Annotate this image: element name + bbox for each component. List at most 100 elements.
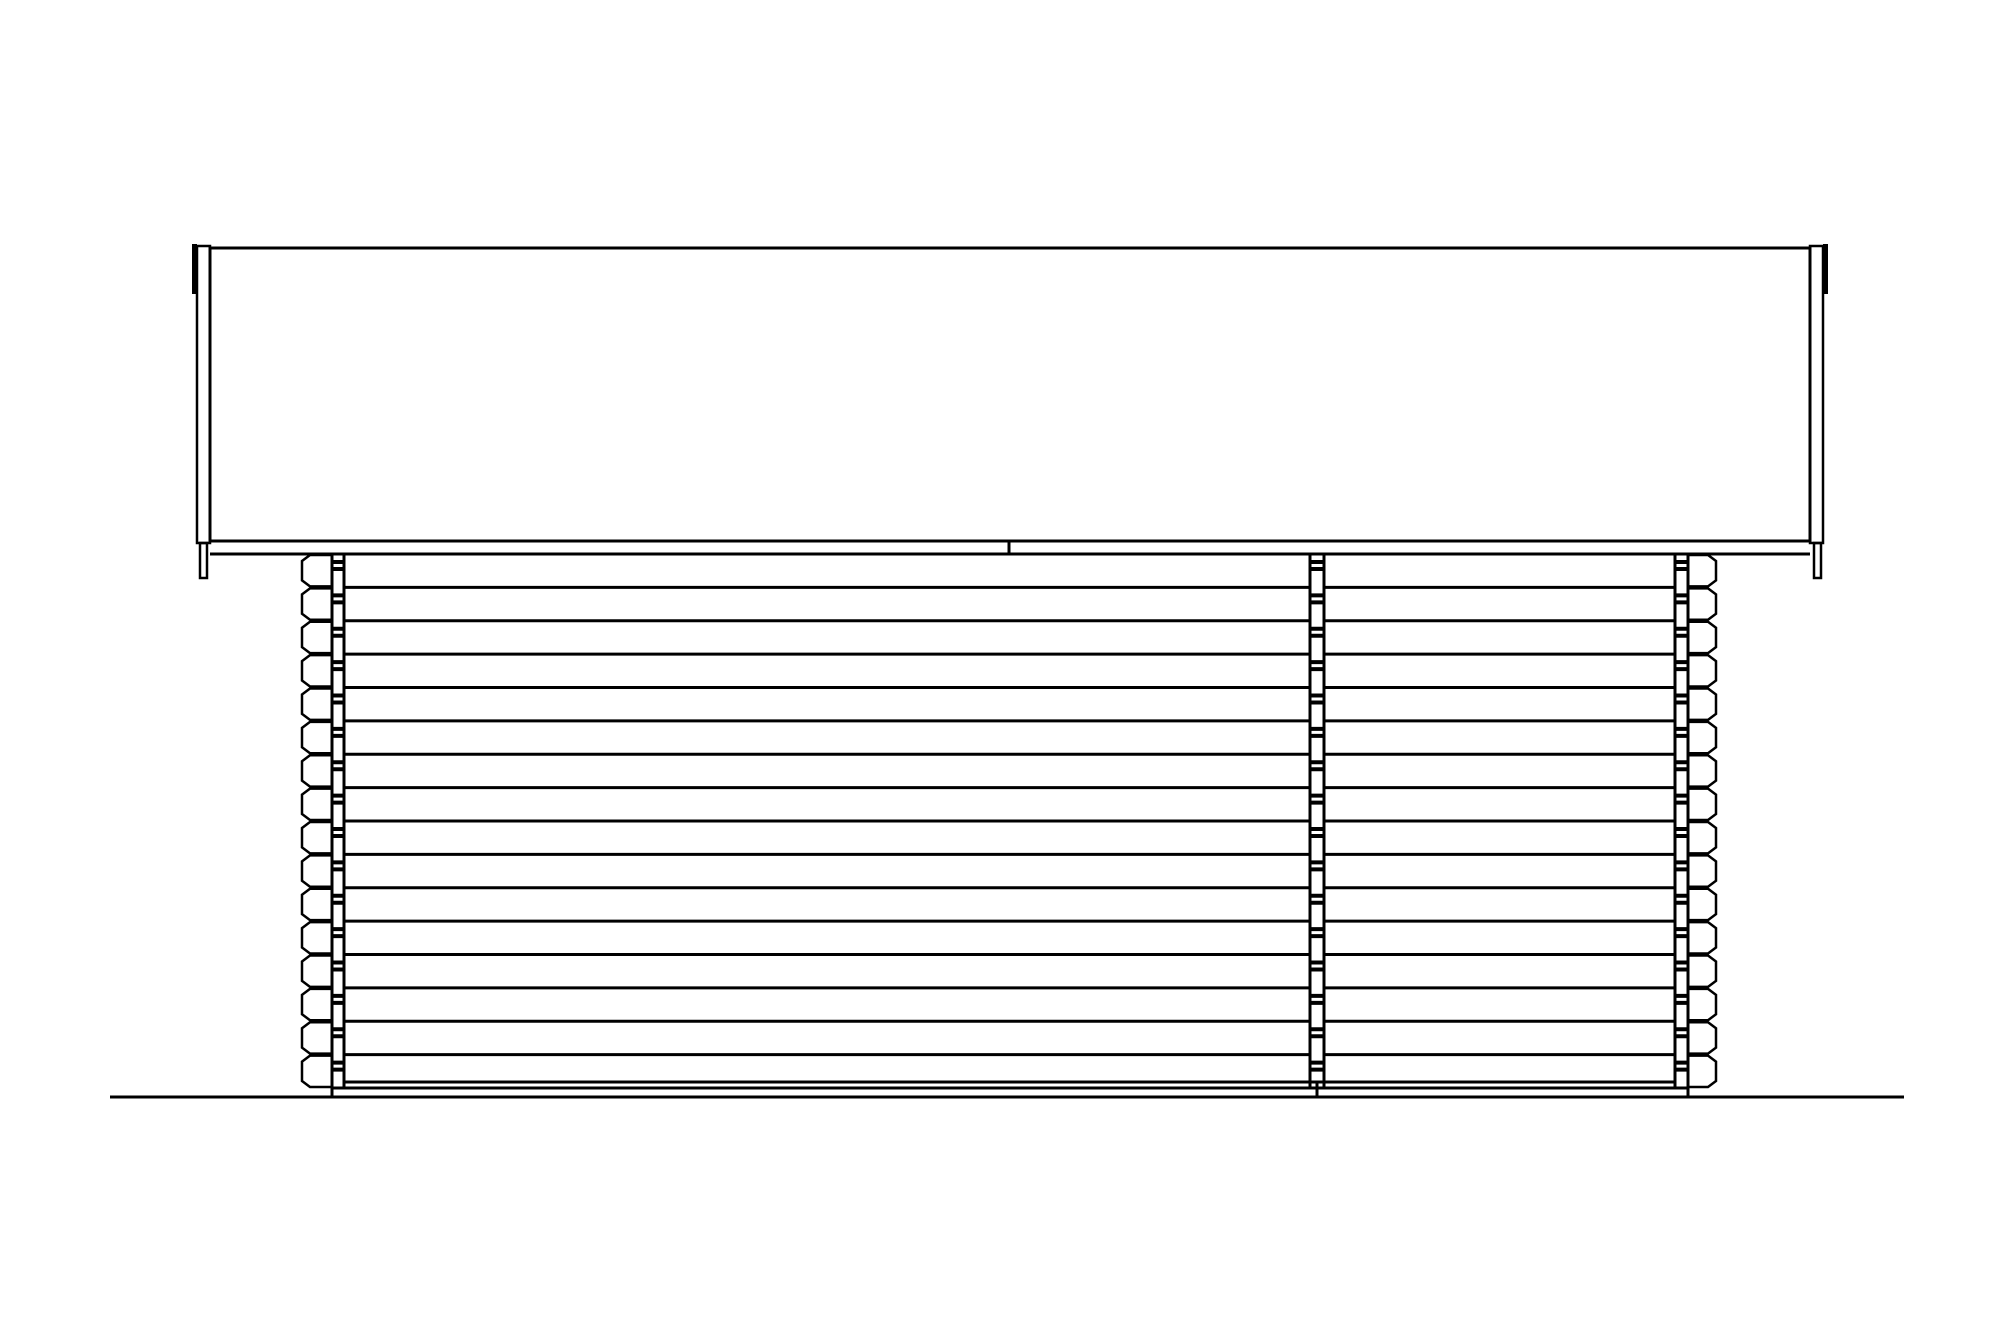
post-notch: [1310, 760, 1324, 765]
post-notch: [1310, 633, 1324, 638]
post-notch: [1675, 567, 1688, 571]
post-notch: [1310, 900, 1324, 905]
post-notch: [1310, 726, 1324, 731]
post-notch: [1675, 800, 1688, 805]
post-notch: [1310, 893, 1324, 898]
log-end-left: [300, 987, 332, 1022]
post-notch: [332, 1067, 344, 1072]
post-notch: [1675, 560, 1688, 564]
post-notch: [1675, 1027, 1688, 1032]
post-notch: [1675, 733, 1688, 738]
wall-post: [1673, 552, 1690, 1090]
post-notch: [332, 1034, 344, 1039]
post-notch: [332, 800, 344, 805]
post-notch: [1675, 1060, 1688, 1065]
post-notch: [1675, 693, 1688, 698]
post-notch: [1675, 927, 1688, 932]
post-notch: [332, 626, 344, 631]
post-notch: [1675, 726, 1688, 731]
post-notch: [1675, 1034, 1688, 1039]
post-notch: [1310, 700, 1324, 705]
post-notch: [1310, 927, 1324, 932]
post-notch: [332, 767, 344, 772]
post-notch: [332, 726, 344, 731]
fascia-post: [1812, 541, 1823, 580]
post-notch: [1310, 1000, 1324, 1005]
post-notch: [1675, 1000, 1688, 1005]
log-end-right: [1688, 653, 1718, 688]
log-end-right: [1688, 854, 1718, 888]
post-notch: [332, 660, 344, 665]
post-notch: [1675, 867, 1688, 872]
post-notch: [332, 593, 344, 598]
post-notch: [332, 893, 344, 898]
post-notch: [1310, 834, 1324, 838]
log-wall: [300, 552, 1718, 1097]
log-end-right: [1688, 887, 1718, 922]
fascia-tab: [192, 244, 197, 294]
post-notch: [1675, 667, 1688, 672]
post-notch: [332, 934, 344, 939]
log-end-left: [300, 587, 332, 621]
post-notch: [1310, 934, 1324, 939]
post-notch: [1310, 793, 1324, 798]
log-end-left: [300, 754, 332, 788]
log-end-right: [1688, 620, 1718, 655]
post-notch: [332, 827, 344, 831]
post-notch: [1675, 1067, 1688, 1072]
log-end-right: [1688, 1021, 1718, 1055]
post-notch: [1675, 700, 1688, 705]
post-notch: [1310, 733, 1324, 738]
post-notch: [332, 834, 344, 838]
post-notch: [1675, 934, 1688, 939]
post-notch: [1675, 633, 1688, 638]
post-notch: [332, 1000, 344, 1005]
post-notch: [1675, 993, 1688, 998]
log-end-right: [1688, 787, 1718, 822]
log-end-left: [300, 620, 332, 655]
post-notch: [1310, 560, 1324, 564]
log-end-left: [300, 687, 332, 722]
post-notch: [332, 733, 344, 738]
post-notch: [332, 600, 344, 605]
post-notch: [332, 760, 344, 765]
post-notch: [1310, 860, 1324, 865]
post-notch: [1310, 693, 1324, 698]
post-notch: [332, 667, 344, 672]
post-notch: [1675, 900, 1688, 905]
post-notch: [332, 960, 344, 965]
post-notch: [1675, 793, 1688, 798]
post-notch: [332, 633, 344, 638]
log-end-right: [1688, 820, 1718, 855]
post-notch: [332, 560, 344, 564]
log-end-left: [300, 653, 332, 688]
post-notch: [1675, 767, 1688, 772]
post-notch: [1310, 827, 1324, 831]
log-end-left: [300, 954, 332, 989]
post-notch: [1310, 600, 1324, 605]
post-notch: [1675, 967, 1688, 972]
post-notch: [1675, 827, 1688, 831]
post-notch: [332, 967, 344, 972]
post-notch: [332, 793, 344, 798]
post-notch: [1310, 1067, 1324, 1072]
log-end-right: [1688, 754, 1718, 788]
post-notch: [332, 927, 344, 932]
post-notch: [1675, 600, 1688, 605]
log-end-left: [300, 787, 332, 822]
log-end-left: [300, 854, 332, 888]
post-notch: [1310, 667, 1324, 672]
wall-post: [330, 552, 346, 1090]
post-notch: [1675, 860, 1688, 865]
post-notch: [332, 900, 344, 905]
post-notch: [1310, 800, 1324, 805]
log-end-left: [300, 920, 332, 955]
post-notch: [332, 867, 344, 872]
fascia-board: [1808, 244, 1825, 545]
log-end-right: [1688, 687, 1718, 722]
post-notch: [1675, 960, 1688, 965]
post-notch: [1310, 867, 1324, 872]
fascia-tab: [1823, 244, 1828, 294]
fascia-post: [198, 541, 209, 580]
post-notch: [332, 700, 344, 705]
